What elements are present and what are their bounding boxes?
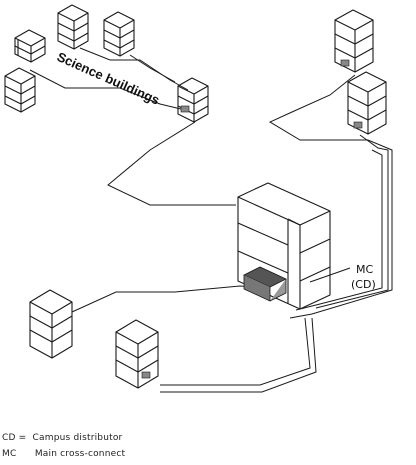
cable-science-interconnect-3 — [129, 54, 176, 83]
building-right-top — [334, 9, 374, 73]
science-buildings-label: Science buildings — [55, 49, 162, 108]
science-building-5 — [177, 77, 209, 123]
cable-right-top-2 — [315, 134, 389, 309]
cable-science-interconnect-2 — [79, 47, 189, 91]
cable-right-bottom — [295, 149, 383, 311]
science-building-3 — [103, 11, 135, 57]
cable-science-to-mc — [107, 121, 236, 206]
cable-routes — [29, 47, 393, 393]
building-right-middle — [347, 71, 387, 135]
legend-line-mc: MC Main cross-connect — [2, 449, 126, 459]
mc-label: MC — [356, 263, 373, 276]
main-building — [237, 182, 331, 310]
cable-right-top — [268, 74, 393, 319]
cable-lower-middle-2 — [160, 317, 317, 393]
legend-line-cd: CD = Campus distributor — [2, 433, 123, 443]
science-building-2 — [57, 4, 89, 50]
cd-label: (CD) — [351, 278, 376, 291]
building-lower-middle — [115, 319, 159, 389]
science-building-4 — [4, 67, 36, 113]
building-lower-left — [29, 289, 73, 359]
cable-lower-left — [71, 285, 269, 313]
cable-lower-middle — [160, 317, 311, 386]
mc-leader-line — [309, 267, 351, 283]
science-building-1 — [14, 29, 46, 63]
cable-science-interconnect — [29, 69, 186, 111]
